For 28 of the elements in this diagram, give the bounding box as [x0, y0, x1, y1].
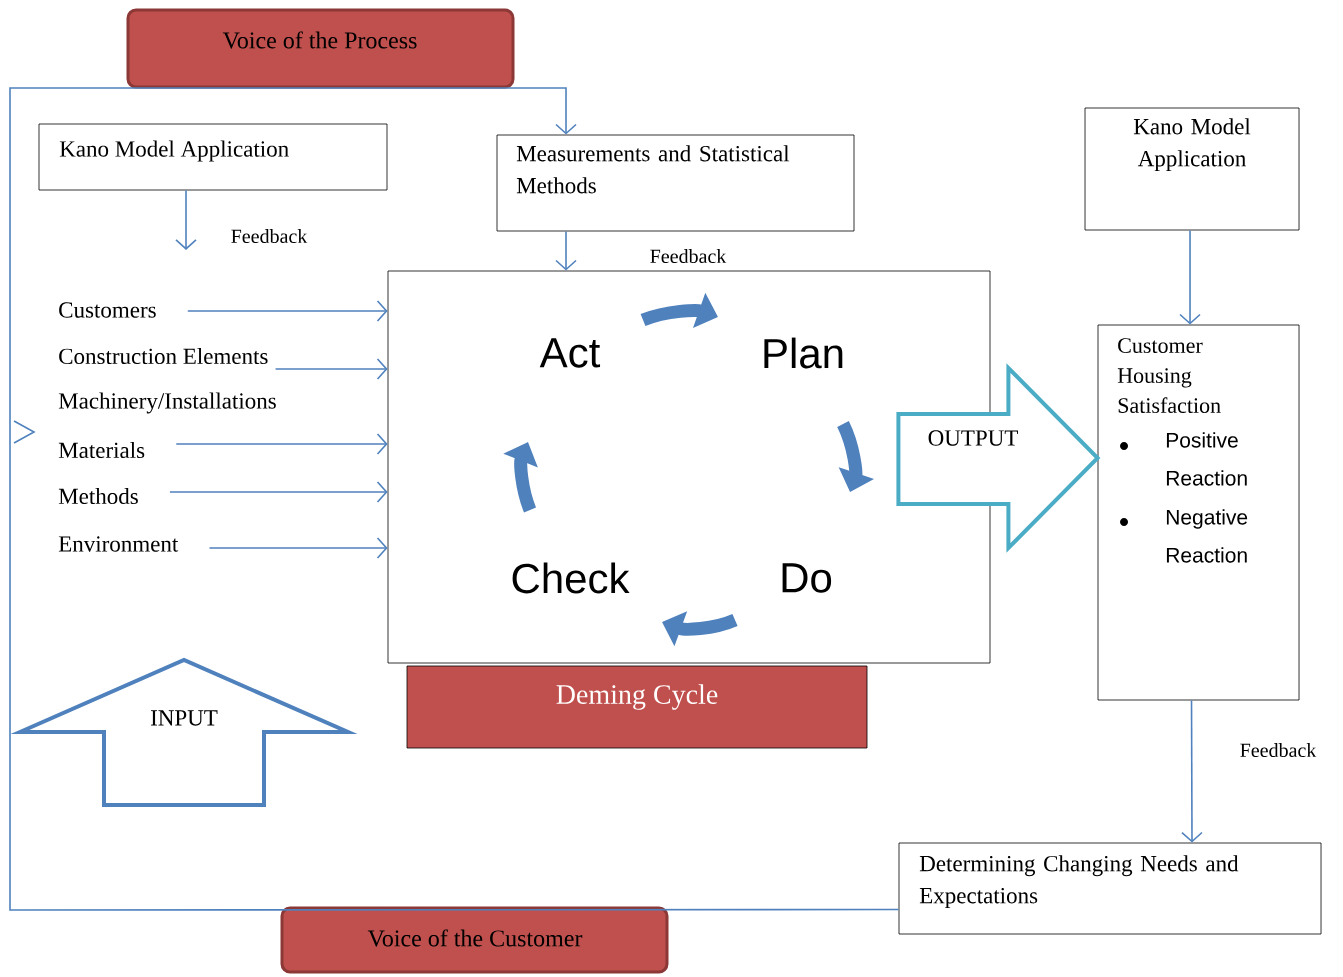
text-box: Customer Housing Satisfaction Positive Reaction Negative Reaction — [1097, 324, 1300, 701]
text-box: Kano Model Application — [38, 123, 388, 191]
edge-label: Feedback — [1238, 742, 1318, 759]
input-label: Construction Elements — [59, 347, 268, 365]
banner: Deming Cycle — [406, 665, 868, 749]
arrow — [187, 300, 388, 322]
text-box: Measurements and Statistical Methods — [496, 134, 855, 232]
arrow — [1181, 699, 1203, 843]
text-box: Determining Changing Needs and Expectations — [898, 842, 1322, 935]
arrow — [555, 230, 577, 271]
input-label: Methods — [58, 487, 138, 505]
arrow — [175, 433, 388, 455]
arrow — [208, 537, 388, 559]
arrow — [1179, 229, 1201, 325]
edge-label: Feedback — [648, 247, 728, 265]
arrow — [175, 189, 197, 250]
input-label: Materials — [58, 441, 145, 459]
input-label: Machinery/Installations — [58, 392, 276, 414]
arrow — [9, 87, 900, 911]
arrow — [274, 358, 388, 380]
text-box: Kano Model Application — [1084, 107, 1300, 231]
edge-label: Feedback — [229, 227, 309, 245]
block-arrow — [896, 363, 1101, 553]
arrow — [169, 481, 388, 503]
banner: Voice of the Process — [126, 8, 515, 89]
input-label: Environment — [58, 536, 179, 552]
banner: Voice of the Customer — [280, 906, 669, 974]
input-label: Customers — [59, 302, 156, 318]
